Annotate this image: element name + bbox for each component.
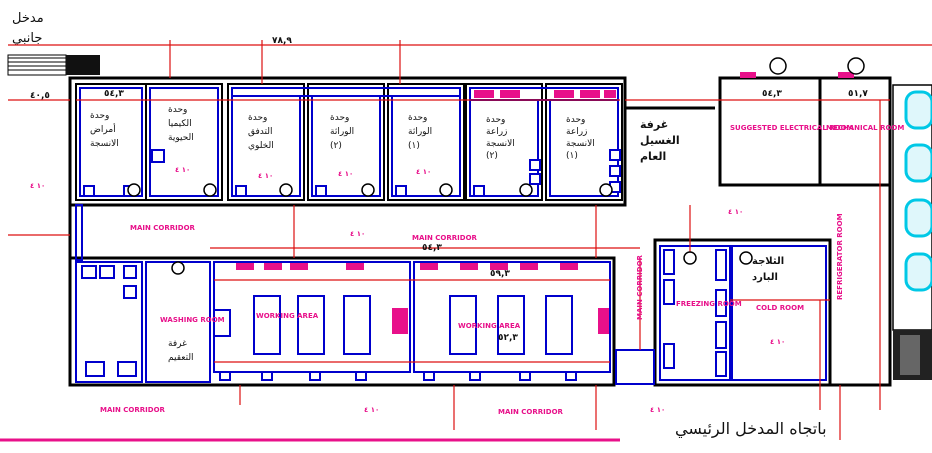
svg-text:٤٠,٥: ٤٠,٥ xyxy=(30,91,50,101)
lower-equipment xyxy=(81,249,727,381)
equipment-squares xyxy=(83,149,621,197)
svg-text:(١): (١) xyxy=(566,151,578,161)
upper-rooms xyxy=(75,83,623,201)
svg-text:١٠ ٤: ١٠ ٤ xyxy=(416,168,431,176)
svg-text:MAIN CORRIDOR: MAIN CORRIDOR xyxy=(498,408,564,416)
svg-text:الانسجة: الانسجة xyxy=(566,139,595,149)
svg-text:MAIN CORRIDOR: MAIN CORRIDOR xyxy=(100,406,166,414)
svg-text:الكيميا: الكيميا xyxy=(168,119,192,129)
svg-text:وحدة: وحدة xyxy=(566,115,585,125)
svg-text:(١): (١) xyxy=(408,141,420,151)
svg-text:٥٩,٣: ٥٩,٣ xyxy=(490,269,510,279)
svg-text:٥٤,٣: ٥٤,٣ xyxy=(104,89,124,99)
svg-text:١٠ ٤: ١٠ ٤ xyxy=(258,172,273,180)
svg-text:١٠ ٤: ١٠ ٤ xyxy=(30,182,45,190)
svg-text:١٠ ٤: ١٠ ٤ xyxy=(364,406,379,414)
svg-text:غرفة: غرفة xyxy=(168,339,187,349)
side-entrance-label-1: مدخل xyxy=(12,11,44,26)
room-labels-upper: وحدة أمراض الانسجة وحدة الكيميا الحيوية … xyxy=(90,105,680,163)
svg-text:MAIN CORRIDOR: MAIN CORRIDOR xyxy=(636,254,644,320)
svg-text:وحدة: وحدة xyxy=(90,111,109,121)
room-number-markers: ١٠ ٤ ١٠ ٤ ١٠ ٤ ١٠ ٤ ١٠ ٤ ١٠ ٤ ١٠ ٤ ١٠ ٤ … xyxy=(30,166,785,414)
svg-text:١٠ ٤: ١٠ ٤ xyxy=(350,230,365,238)
side-entrance-label-2: جانبي xyxy=(12,31,42,46)
svg-text:التدفق: التدفق xyxy=(248,127,273,137)
svg-text:وحدة: وحدة xyxy=(486,115,505,125)
svg-text:الغسيل: الغسيل xyxy=(640,134,680,147)
svg-text:العام: العام xyxy=(640,150,666,163)
svg-text:وحدة: وحدة xyxy=(168,105,187,115)
building-outline xyxy=(68,76,892,387)
svg-text:١٠ ٤: ١٠ ٤ xyxy=(728,208,743,216)
svg-text:١٠ ٤: ١٠ ٤ xyxy=(650,406,665,414)
svg-text:FREEZING ROOM: FREEZING ROOM xyxy=(676,300,742,308)
svg-text:وحدة: وحدة xyxy=(408,113,427,123)
svg-text:WORKING AREA: WORKING AREA xyxy=(256,312,319,320)
door-markers xyxy=(236,72,854,334)
svg-text:WORKING AREA: WORKING AREA xyxy=(458,322,521,330)
svg-text:٥٢,٣: ٥٢,٣ xyxy=(498,333,518,343)
room-labels-lower: الثلاجة البارد غرفة التعقيم xyxy=(168,256,784,363)
svg-text:الحيوية: الحيوية xyxy=(168,133,194,143)
svg-text:غرفة: غرفة xyxy=(640,118,668,131)
svg-text:٥٤,٣: ٥٤,٣ xyxy=(762,89,782,99)
svg-text:١٠ ٤: ١٠ ٤ xyxy=(770,338,785,346)
svg-text:زراعة: زراعة xyxy=(486,127,507,137)
svg-text:وحدة: وحدة xyxy=(330,113,349,123)
svg-text:REFRIGERATOR ROOM: REFRIGERATOR ROOM xyxy=(836,213,844,300)
svg-text:الخلوي: الخلوي xyxy=(248,141,274,151)
svg-text:COLD ROOM: COLD ROOM xyxy=(756,304,804,312)
svg-text:١٠ ٤: ١٠ ٤ xyxy=(338,170,353,178)
svg-text:أمراض: أمراض xyxy=(90,123,116,135)
svg-text:MAIN CORRIDOR: MAIN CORRIDOR xyxy=(412,234,478,242)
svg-text:٥١,٧: ٥١,٧ xyxy=(848,89,868,99)
svg-text:البارد: البارد xyxy=(752,272,778,283)
svg-text:(٢): (٢) xyxy=(486,151,498,161)
main-entrance-label: باتجاه المدخل الرئيسي xyxy=(675,419,827,439)
svg-text:الوراثة: الوراثة xyxy=(330,127,354,137)
english-labels: MAIN CORRIDOR MAIN CORRIDOR MAIN CORRIDO… xyxy=(100,124,904,416)
dimension-labels: ٤٠,٥ ٥٤,٣ ٥٤,٣ ٥١,٧ ٥٤,٣ ٥٩,٣ ٥٢,٣ xyxy=(30,89,868,343)
svg-text:SUGGESTED ELECTRICAL ROOM: SUGGESTED ELECTRICAL ROOM xyxy=(730,124,854,132)
svg-text:الوراثة: الوراثة xyxy=(408,127,432,137)
svg-text:الانسجة: الانسجة xyxy=(486,139,515,149)
svg-text:MAIN CORRIDOR: MAIN CORRIDOR xyxy=(130,224,196,232)
svg-text:التعقيم: التعقيم xyxy=(168,353,194,363)
svg-text:زراعة: زراعة xyxy=(566,127,587,137)
svg-text:الثلاجة: الثلاجة xyxy=(752,256,784,267)
svg-text:الانسجة: الانسجة xyxy=(90,139,119,149)
stair-block xyxy=(7,54,100,76)
top-overall-dimension: ٧٨,٩ xyxy=(272,36,292,46)
svg-text:١٠ ٤: ١٠ ٤ xyxy=(175,166,190,174)
svg-text:WASHING ROOM: WASHING ROOM xyxy=(160,316,225,324)
right-curtain-wall xyxy=(892,84,932,380)
svg-text:MECHANICAL ROOM: MECHANICAL ROOM xyxy=(826,124,904,132)
fixtures xyxy=(127,57,865,275)
service-lines xyxy=(8,40,890,440)
svg-text:(٢): (٢) xyxy=(330,141,342,151)
svg-text:وحدة: وحدة xyxy=(248,113,267,123)
svg-text:٥٤,٣: ٥٤,٣ xyxy=(422,243,442,253)
